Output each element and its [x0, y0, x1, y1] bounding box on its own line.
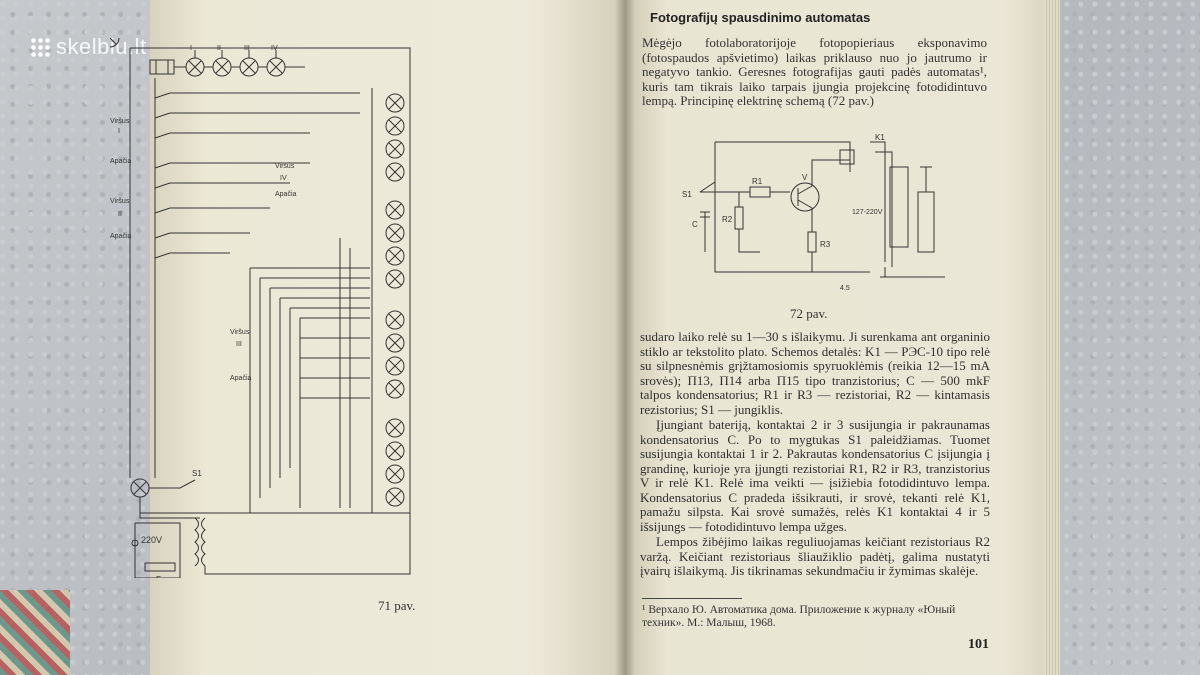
right-page — [625, 0, 1045, 675]
inner-block-numeral: IV — [280, 175, 287, 182]
body-paragraph-3: Lempos žibėjimo laikas reguliuojamas kei… — [640, 534, 990, 578]
circuit-diagram-72 — [699, 141, 945, 278]
figure-71-caption: 71 pav. — [378, 598, 416, 613]
block3-bottom-label: Apačia — [230, 375, 252, 382]
fabric-corner — [0, 590, 70, 675]
top-lamps — [110, 38, 305, 77]
label-v: V — [802, 173, 808, 182]
open-book — [150, 0, 1060, 675]
label-r1: R1 — [752, 177, 763, 186]
label-k1: K1 — [875, 133, 885, 142]
page-number: 101 — [968, 637, 989, 652]
body-paragraph-2: Įjungiant bateriją, kontaktai 2 ir 3 sus… — [640, 417, 990, 534]
figure-72-caption: 72 pav. — [790, 306, 828, 321]
book-gutter — [615, 0, 635, 675]
label-r3: R3 — [820, 240, 831, 249]
label-mains: 127-220V — [852, 209, 883, 216]
fuse-label: F — [156, 575, 161, 578]
page-edges — [1044, 0, 1060, 675]
intro-paragraph: Mėgėjo fotolaboratorijoje fotopopieriaus… — [642, 35, 987, 108]
body-paragraph-1: sudaro laiko relė su 1—30 s išlaikymu. J… — [640, 329, 990, 417]
label-s1: S1 — [682, 190, 692, 199]
circuit-diagram-71: I II III IV Viršus I Apačia Viršus II Ap… — [110, 38, 411, 578]
block1-numeral: I — [118, 128, 120, 135]
block2-numeral: II — [118, 211, 122, 218]
watermark: skelbiu.lt — [30, 34, 147, 60]
top-numeral-2: II — [217, 45, 221, 52]
label-c: C — [692, 220, 698, 229]
block3-top-label: Viršus — [230, 329, 250, 336]
inner-block-top-label: Viršus — [275, 163, 295, 170]
block2-top-label: Viršus — [110, 198, 130, 205]
month-lamp-column — [371, 88, 405, 513]
block1-top-label: Viršus — [110, 118, 130, 125]
switch-label: S1 — [192, 469, 202, 478]
section-title: Fotografijų spausdinimo automatas — [650, 10, 871, 25]
inner-block-bottom-label: Apačia — [275, 191, 297, 198]
top-numeral-3: III — [244, 45, 250, 52]
block2-bottom-label: Apačia — [110, 233, 132, 240]
left-switch-ladder — [154, 78, 360, 478]
footnote: ¹ Верхало Ю. Автоматика дома. Приложение… — [642, 604, 956, 629]
watermark-text: skelbiu.lt — [56, 34, 147, 59]
circuit-72-labels: K1 S1 R1 R2 R3 C V 127-220V 4.5 — [682, 133, 885, 292]
label-battery: 4.5 — [840, 285, 850, 292]
power-supply — [130, 478, 411, 578]
body-text: sudaro laiko relė su 1—30 s išlaikymu. J… — [640, 329, 990, 580]
supply-voltage-label: 220V — [141, 535, 162, 545]
top-numeral-4: IV — [271, 45, 278, 52]
watermark-dots-icon — [30, 37, 50, 57]
label-r2: R2 — [722, 215, 733, 224]
footnote-rule — [642, 598, 742, 599]
middle-bus — [249, 238, 370, 513]
block1-bottom-label: Apačia — [110, 158, 132, 165]
block3-numeral: III — [236, 341, 242, 348]
top-numeral-1: I — [190, 45, 192, 52]
